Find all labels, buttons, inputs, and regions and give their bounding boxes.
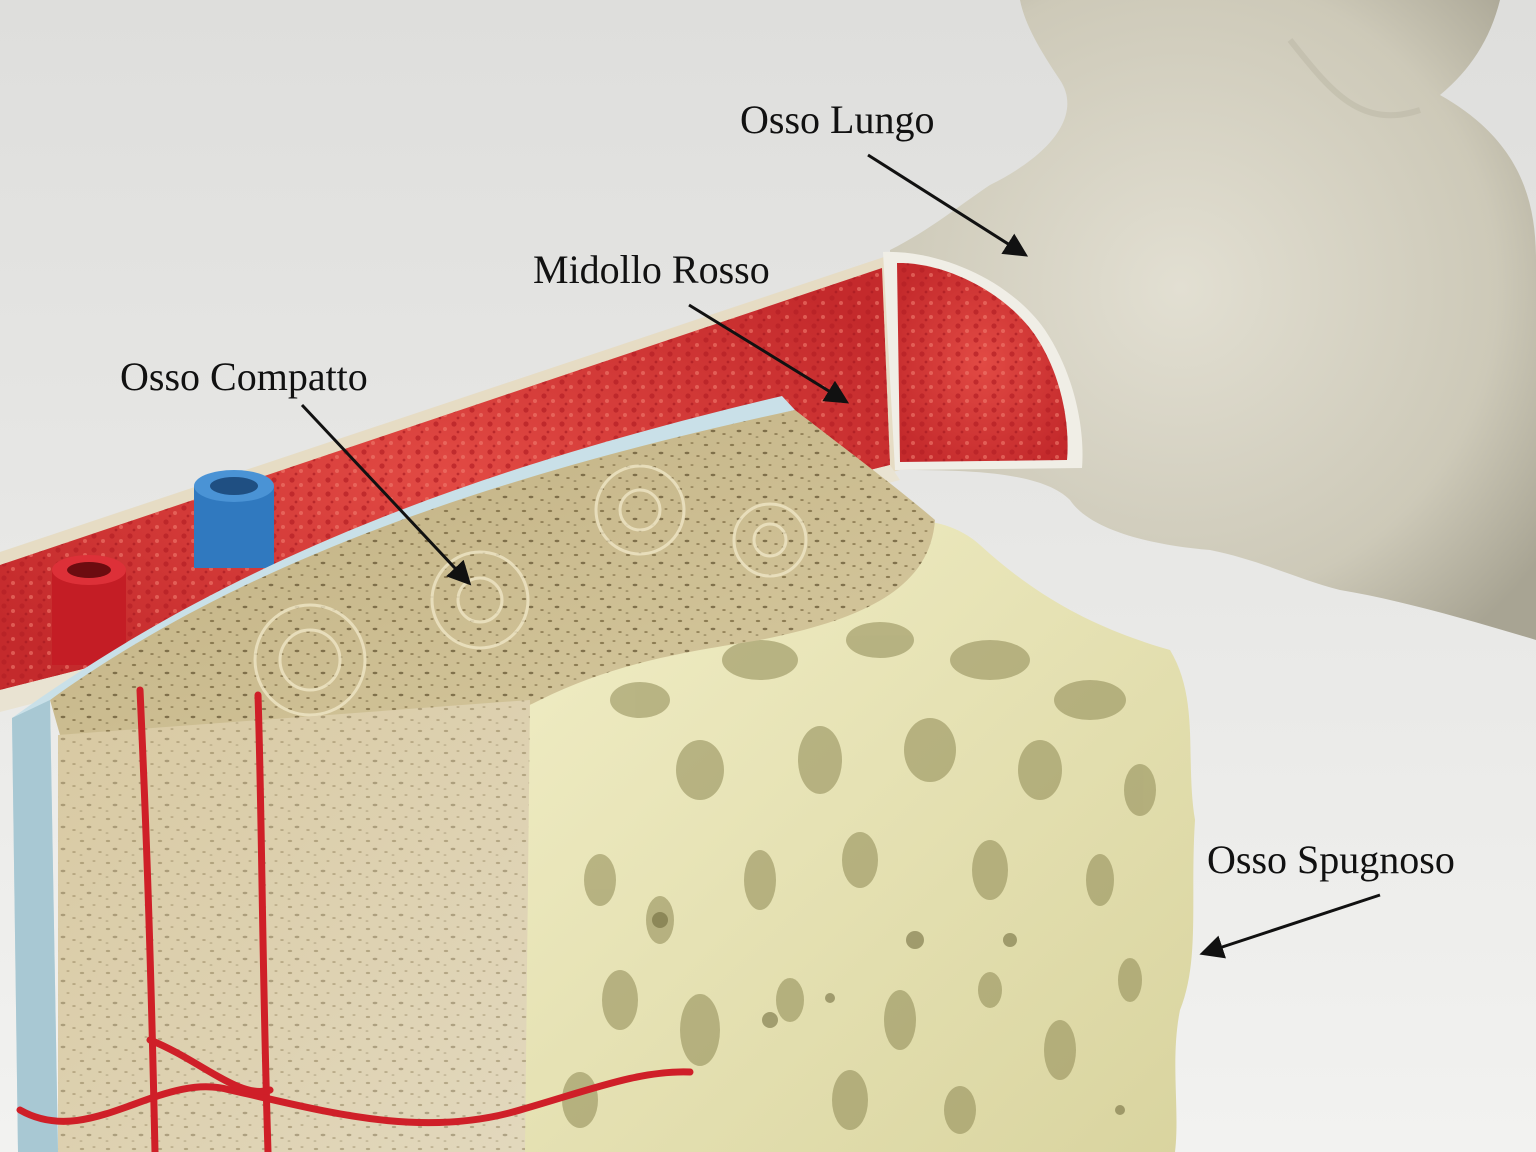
vein bbox=[194, 470, 274, 568]
label-long-bone: Osso Lungo bbox=[740, 100, 934, 140]
artery bbox=[52, 555, 126, 665]
label-red-marrow: Midollo Rosso bbox=[533, 250, 770, 290]
label-compact-bone: Osso Compatto bbox=[120, 357, 368, 397]
label-spongy-bone: Osso Spugnoso bbox=[1207, 840, 1455, 880]
